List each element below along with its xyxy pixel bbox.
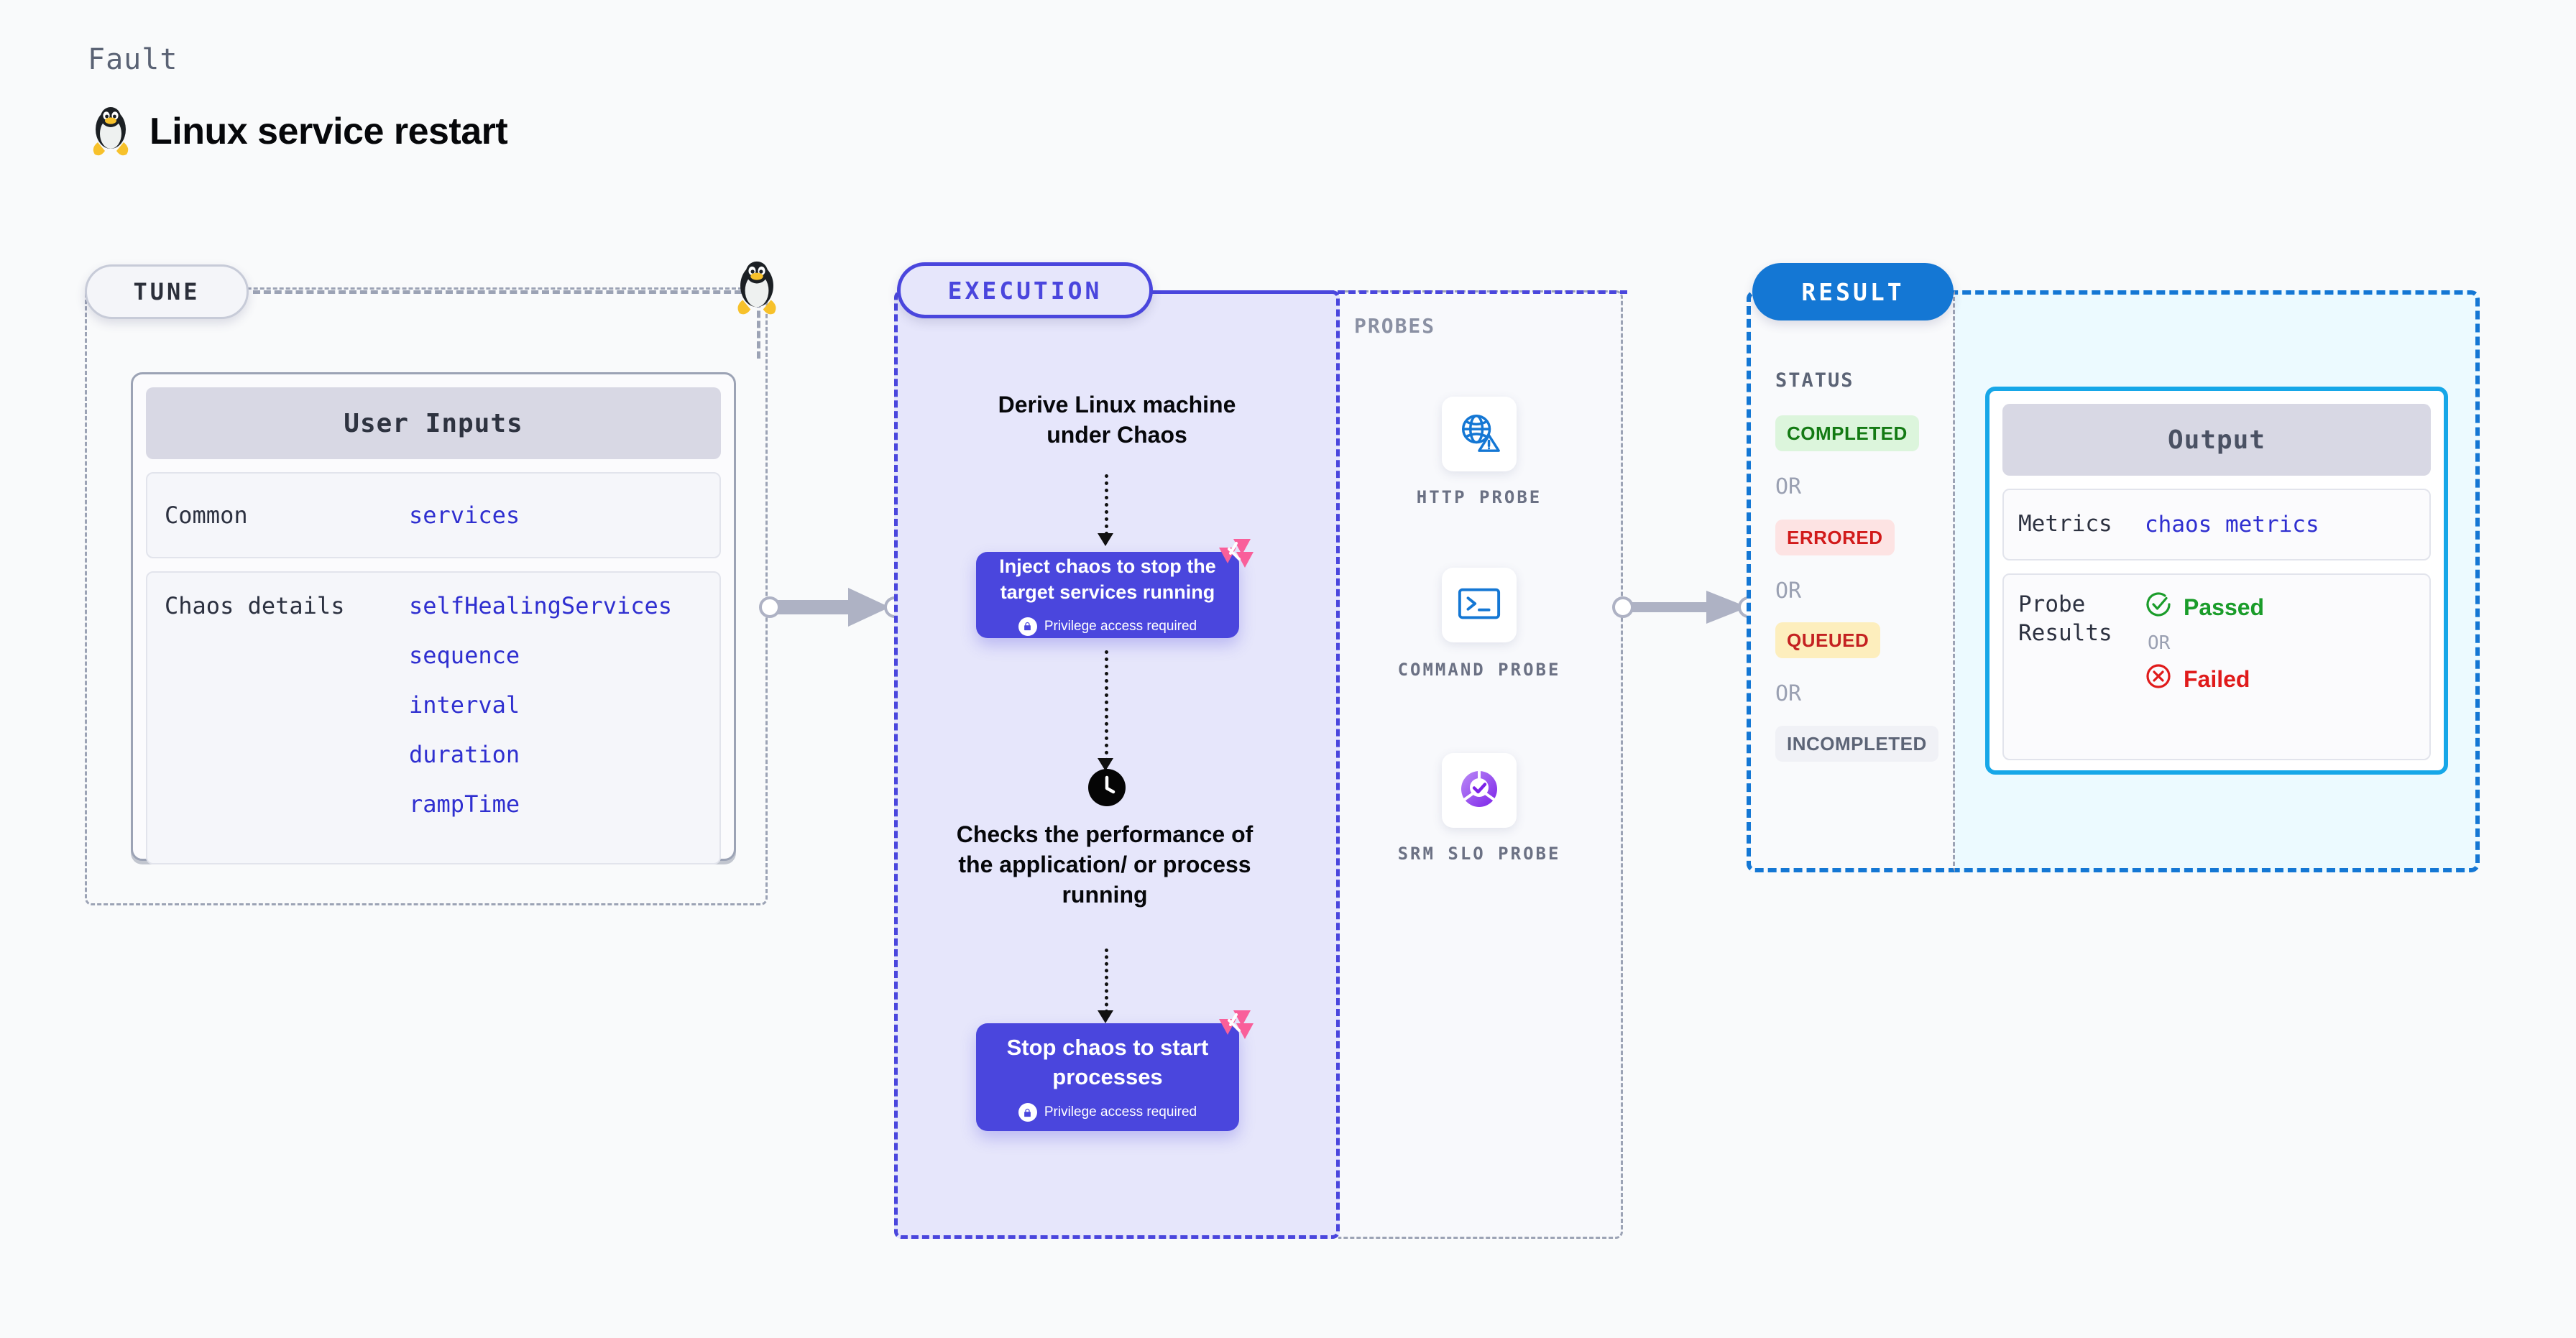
tune-row-common: Common services <box>146 472 721 558</box>
status-badge-errored: ERRORED <box>1775 520 1895 555</box>
tune-value[interactable]: rampTime <box>409 790 520 818</box>
user-inputs-card: User Inputs Common services Chaos detail… <box>131 372 736 864</box>
chaos-box-inject-subtitle: Privilege access required <box>1044 618 1197 634</box>
execution-leader-line <box>1153 290 1627 294</box>
status-or-3: OR <box>1775 681 1802 706</box>
status-or-2: OR <box>1775 578 1802 604</box>
litmus-chaos-icon <box>1215 1007 1255 1048</box>
status-badge-completed: COMPLETED <box>1775 415 1919 451</box>
chaos-box-inject-subtitle-row: Privilege access required <box>1018 617 1197 636</box>
lock-icon <box>1018 1103 1037 1122</box>
probe-result-passed: Passed <box>2145 591 2264 624</box>
flow-arrow-head <box>1098 533 1113 546</box>
chaos-box-stop[interactable]: Stop chaos to start processes Privilege … <box>976 1010 1254 1131</box>
eyebrow-label: Fault <box>88 43 178 76</box>
tune-value[interactable]: sequence <box>409 642 520 669</box>
probe-result-failed-label: Failed <box>2184 665 2250 692</box>
probe-label-http: HTTP PROBE <box>1416 487 1542 507</box>
output-row-metrics: Metrics chaos metrics <box>2002 489 2431 560</box>
output-probe-values: Passed OR Failed <box>2145 591 2264 696</box>
chaos-box-stop-subtitle-row: Privilege access required <box>1018 1103 1197 1122</box>
execution-pill-label[interactable]: EXECUTION <box>897 262 1153 318</box>
tune-row-common-key: Common <box>165 502 248 529</box>
tune-value[interactable]: services <box>409 502 520 529</box>
flow-arrow-head <box>1098 758 1113 771</box>
status-title: STATUS <box>1775 369 1854 392</box>
output-title: Output <box>2002 404 2431 476</box>
chaos-box-stop-subtitle: Privilege access required <box>1044 1104 1197 1120</box>
flow-arrow-line <box>1105 650 1108 762</box>
slo-donut-check-icon <box>1456 766 1502 816</box>
flow-arrow-line <box>1105 474 1108 535</box>
chaos-box-inject[interactable]: Inject chaos to stop the target services… <box>976 539 1254 638</box>
connector-dot <box>1612 596 1634 618</box>
result-pill-label[interactable]: RESULT <box>1752 263 1954 320</box>
flow-arrow-line <box>1105 949 1108 1013</box>
page-title-row: Linux service restart <box>88 105 508 158</box>
tune-row-chaos-details: Chaos details selfHealingServices sequen… <box>146 571 721 864</box>
linux-penguin-icon-small <box>732 259 782 321</box>
tune-value[interactable]: selfHealingServices <box>409 592 673 619</box>
probe-result-or: OR <box>2148 632 2171 654</box>
user-inputs-title: User Inputs <box>146 387 721 459</box>
probe-label-srm-slo: SRM SLO PROBE <box>1397 844 1561 864</box>
chaos-box-stop-title: Stop chaos to start processes <box>1006 1034 1209 1089</box>
output-probe-key: Probe Results <box>2018 591 2112 646</box>
output-card: Output Metrics chaos metrics Probe Resul… <box>1985 387 2448 775</box>
status-badge-incompleted: INCOMPLETED <box>1775 726 1938 762</box>
probe-tile-command[interactable] <box>1442 568 1517 642</box>
output-metrics-value[interactable]: chaos metrics <box>2145 512 2319 537</box>
litmus-chaos-icon <box>1215 536 1255 577</box>
status-badge-queued: QUEUED <box>1775 622 1881 658</box>
flow-arrow-head <box>1098 1010 1113 1023</box>
probe-result-failed: Failed <box>2145 663 2264 696</box>
page-header: Fault Linux service restart <box>88 43 508 158</box>
page-title: Linux service restart <box>150 111 508 152</box>
chaos-box-inject-title: Inject chaos to stop the target services… <box>999 555 1216 603</box>
x-circle-icon <box>2145 663 2172 696</box>
check-circle-icon <box>2145 591 2172 624</box>
clock-icon <box>1088 769 1126 810</box>
output-row-probe-results: Probe Results Passed OR <box>2002 573 2431 760</box>
lock-icon <box>1018 617 1037 636</box>
probe-tile-srm-slo[interactable] <box>1442 753 1517 828</box>
execution-step-checks: Checks the performance of the applicatio… <box>956 821 1254 908</box>
probe-label-command: COMMAND PROBE <box>1397 660 1561 680</box>
tune-pill-label[interactable]: TUNE <box>85 264 249 319</box>
tune-leader-line-vertical <box>757 290 760 359</box>
probe-result-passed-label: Passed <box>2184 594 2265 620</box>
tune-row-common-values: services <box>409 501 520 530</box>
connector-dot <box>759 596 781 618</box>
execution-step-derive: Derive Linux machine under Chaos <box>998 392 1236 448</box>
status-or-1: OR <box>1775 474 1802 499</box>
tune-value[interactable]: duration <box>409 741 520 768</box>
probes-title: PROBES <box>1354 314 1436 338</box>
tune-leader-line <box>253 290 742 294</box>
result-status-column <box>1747 290 1955 872</box>
probe-tile-http[interactable] <box>1442 397 1517 471</box>
tune-row-chaos-values: selfHealingServices sequence interval du… <box>409 591 672 818</box>
linux-penguin-icon <box>88 105 134 158</box>
tune-value[interactable]: interval <box>409 691 520 719</box>
tune-row-chaos-key: Chaos details <box>165 592 345 619</box>
output-metrics-key: Metrics <box>2018 511 2112 537</box>
terminal-icon <box>1457 585 1501 626</box>
globe-warning-icon <box>1457 410 1501 458</box>
